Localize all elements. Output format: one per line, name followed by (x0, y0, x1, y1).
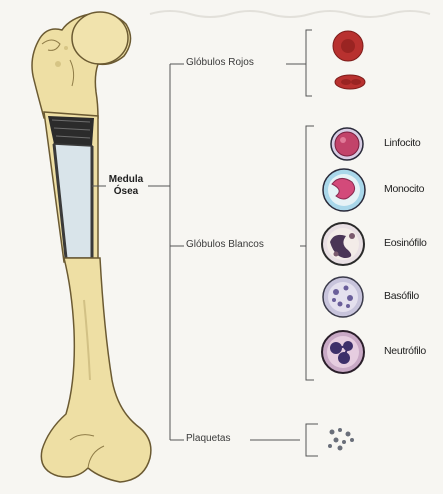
eosinophil-icon (322, 223, 364, 265)
platelets-icon (328, 428, 354, 451)
basophil-label: Basófilo (384, 290, 419, 302)
basophil-icon (323, 277, 363, 317)
monocyte-label: Monocito (384, 183, 424, 195)
lymphocyte-label: Linfocito (384, 137, 420, 149)
neutrophil-icon (322, 331, 364, 373)
monocyte-icon (323, 169, 365, 211)
lymphocyte-icon (331, 128, 363, 160)
platelets-label: Plaquetas (186, 433, 230, 444)
white-blood-cells-label: Glóbulos Blancos (186, 239, 264, 250)
bone-marrow-label-line2: Ósea (104, 186, 148, 198)
bone-marrow-label-line1: Medula (104, 174, 148, 186)
eosinophil-label: Eosinófilo (384, 237, 427, 249)
red-blood-cell-icon (333, 31, 365, 89)
red-blood-cells-label: Glóbulos Rojos (186, 57, 254, 68)
bone-marrow-label: Medula Ósea (104, 174, 148, 198)
paper-edge (150, 11, 430, 17)
neutrophil-label: Neutrófilo (384, 345, 426, 357)
femur-bone-icon (32, 12, 151, 482)
